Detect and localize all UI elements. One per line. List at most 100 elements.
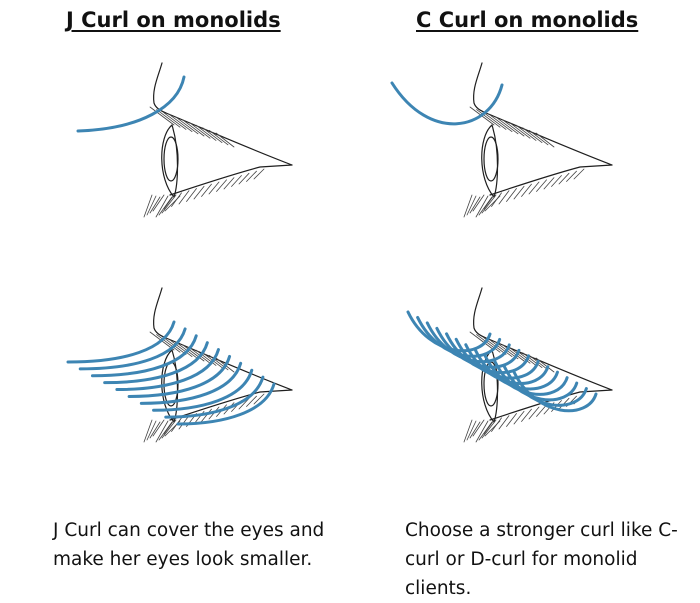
natural-lower-lash <box>483 194 495 210</box>
natural-upper-lash <box>162 111 187 130</box>
lower-lash-cluster <box>475 195 489 218</box>
natural-upper-lash <box>469 331 495 351</box>
natural-lower-lash <box>216 179 227 192</box>
lower-lash-cluster <box>149 196 161 214</box>
j-curl-lash <box>139 361 243 405</box>
lower-lash-cluster <box>143 419 153 443</box>
j-curl-lash <box>152 368 254 412</box>
natural-upper-lash <box>528 130 549 146</box>
natural-upper-lash <box>208 130 229 146</box>
brow-line <box>473 62 487 114</box>
lower-lash-cluster <box>155 195 169 218</box>
upper-lid-line <box>485 112 613 166</box>
natural-lower-lash <box>246 395 257 407</box>
lower-lash-cluster <box>463 194 473 218</box>
natural-upper-lash <box>489 114 513 132</box>
natural-upper-lash <box>156 334 181 353</box>
natural-lower-lash <box>566 170 577 182</box>
natural-lower-lash <box>201 408 212 422</box>
natural-lower-lash <box>238 397 250 410</box>
lower-lash-cluster <box>155 420 169 443</box>
lower-lash-cluster <box>469 421 481 439</box>
natural-lower-lash <box>253 393 265 405</box>
natural-upper-lash <box>476 334 501 353</box>
natural-lower-lash <box>558 172 570 185</box>
natural-lower-lash <box>498 190 510 205</box>
brow-line <box>153 62 167 114</box>
natural-upper-lash <box>509 122 531 139</box>
eye-c-curl-full-lash-illustration <box>406 287 613 443</box>
natural-lower-lash <box>543 177 555 190</box>
natural-upper-lash <box>156 109 181 128</box>
natural-upper-lash <box>176 117 199 135</box>
eye-j-curl-full-lash-illustration <box>66 287 293 443</box>
natural-lower-lash <box>521 408 532 422</box>
natural-lower-lash <box>178 415 190 430</box>
j-curl-lash <box>115 348 220 392</box>
natural-lower-lash <box>483 419 495 435</box>
lower-lash-cluster <box>466 420 477 441</box>
c-curl-lash <box>502 365 588 407</box>
lower-lash-cluster <box>475 420 489 443</box>
lower-lash-cluster <box>481 419 497 439</box>
natural-lower-lash <box>208 181 220 195</box>
j-curl-lash <box>78 327 187 371</box>
natural-lower-lash <box>231 175 242 187</box>
natural-lower-lash <box>536 179 547 192</box>
lower-lash-cluster <box>481 194 497 214</box>
natural-lower-lash <box>193 185 205 200</box>
lower-lash-cluster <box>472 419 485 437</box>
natural-lower-lash <box>223 177 235 190</box>
natural-lower-lash <box>498 415 510 430</box>
lower-lash-cluster <box>466 195 477 216</box>
natural-upper-lash <box>489 339 513 357</box>
natural-lower-lash <box>528 406 540 420</box>
natural-upper-lash <box>476 109 501 128</box>
brow-line <box>153 287 167 339</box>
natural-lower-lash <box>573 168 585 180</box>
lower-lid-line <box>489 164 613 196</box>
j-curl-lash <box>103 341 209 385</box>
natural-lower-lash <box>186 188 197 202</box>
lower-lash-cluster <box>152 419 165 437</box>
natural-upper-lash <box>169 114 193 132</box>
lower-lash-cluster <box>478 421 493 441</box>
c-curl-lash <box>493 359 579 402</box>
brow-line <box>473 287 487 339</box>
natural-upper-lash <box>535 132 555 148</box>
lower-lid-line <box>169 164 293 196</box>
natural-upper-lash <box>182 119 205 137</box>
lower-lash-cluster <box>164 195 181 212</box>
natural-upper-lash <box>522 127 543 143</box>
natural-upper-lash <box>195 124 217 141</box>
natural-upper-lash <box>202 127 223 143</box>
upper-lid-line <box>165 112 293 166</box>
caption-j-curl: J Curl can cover the eyes and make her e… <box>53 520 325 570</box>
lower-lash-cluster <box>146 195 157 216</box>
natural-lower-lash <box>506 188 517 202</box>
natural-lower-lash <box>536 404 547 417</box>
j-curl-lash <box>76 75 186 133</box>
lower-lid-line <box>489 389 613 421</box>
title-c-curl: C Curl on monolids <box>416 8 639 32</box>
eye-c-curl-single-lash-illustration <box>390 62 613 218</box>
lower-lash-cluster <box>161 194 177 214</box>
lower-lash-cluster <box>469 196 481 214</box>
natural-upper-lash <box>169 339 193 357</box>
natural-upper-lash <box>496 117 519 135</box>
natural-upper-lash <box>149 106 175 126</box>
natural-lower-lash <box>551 175 562 187</box>
natural-upper-lash <box>189 122 211 139</box>
eye-j-curl-single-lash-illustration <box>76 62 293 218</box>
lower-lash-cluster <box>149 421 161 439</box>
iris <box>483 136 499 182</box>
j-curl-lash <box>90 334 198 378</box>
natural-upper-lash <box>215 132 235 148</box>
natural-lower-lash <box>246 170 257 182</box>
natural-lower-lash <box>201 183 212 197</box>
lower-lash-cluster <box>158 196 173 216</box>
lower-lash-cluster <box>152 194 165 212</box>
natural-lower-lash <box>528 181 540 195</box>
natural-lower-lash <box>178 190 190 205</box>
lower-lash-cluster <box>158 421 173 441</box>
